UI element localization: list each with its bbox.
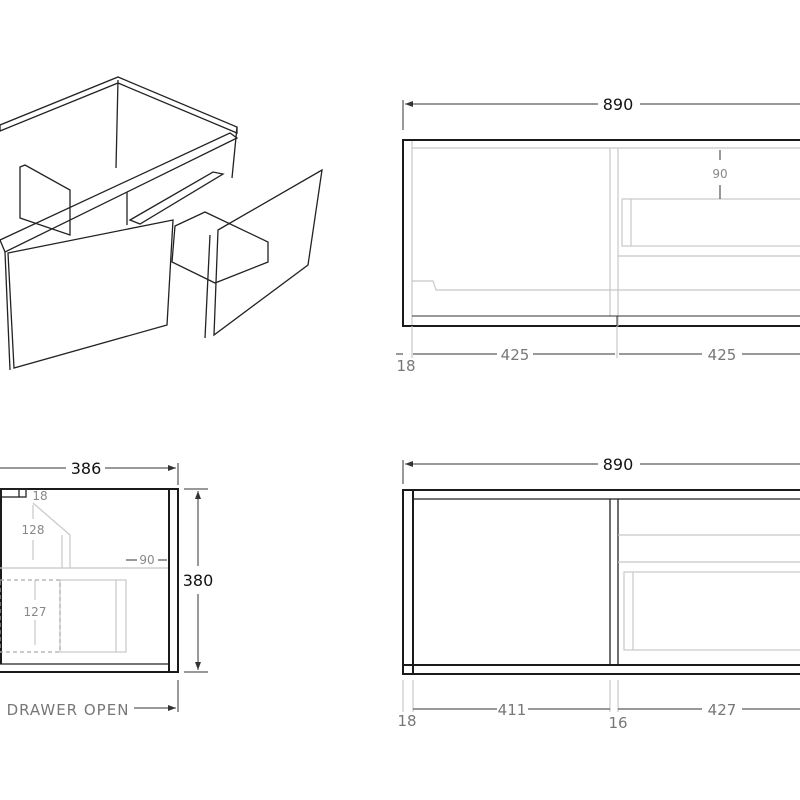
dim-overall-width-lower: 890 — [603, 455, 634, 474]
dim-overall-width: 890 — [603, 95, 634, 114]
dim-left-bay: 411 — [498, 701, 527, 719]
side-section: 386 18 128 90 127 380 DRAWER OPEN — [0, 459, 213, 719]
dim-top-thickness: 18 — [32, 489, 47, 503]
dim-divider: 16 — [608, 714, 627, 732]
dim-left-opening: 425 — [501, 346, 530, 364]
dim-depth: 386 — [71, 459, 102, 478]
drawer-open-label: DRAWER OPEN — [7, 701, 130, 719]
dim-right-bay: 427 — [708, 701, 737, 719]
dim-right-opening: 425 — [708, 346, 737, 364]
dim-height: 380 — [183, 571, 214, 590]
dim-drawer-height: 127 — [24, 605, 47, 619]
front-elevation: 890 90 18 425 425 — [396, 95, 800, 375]
dim-drawer-offset: 90 — [139, 553, 154, 567]
dim-side-panel: 18 — [396, 357, 415, 375]
dim-drawer-gap: 90 — [712, 167, 727, 181]
lower-elevation: 890 18 411 16 427 — [397, 455, 800, 732]
dim-side-panel-lower: 18 — [397, 712, 416, 730]
isometric-view — [0, 76, 323, 371]
dim-upper-gap: 128 — [22, 523, 45, 537]
